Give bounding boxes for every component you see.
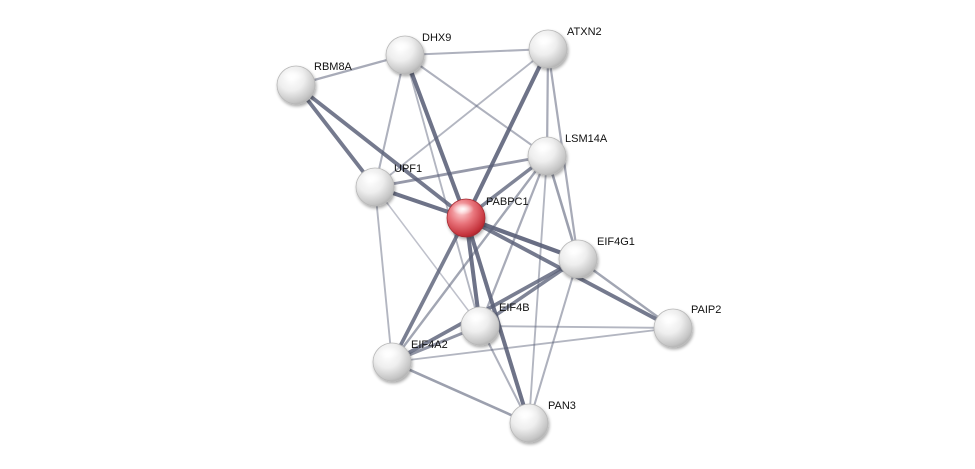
edge-dhx9-atxn2 [403,47,550,57]
node-highlight [378,347,400,359]
node-eif4g1[interactable] [558,239,598,279]
edge-eif4g1-pan3 [527,257,580,425]
node-highlight [515,408,537,420]
node-label-paip2: PAIP2 [691,304,721,316]
edge-eif4a2-pan3 [390,360,531,425]
node-pabpc1[interactable] [446,198,486,238]
node-rbm8a[interactable] [276,65,316,105]
node-atxn2[interactable] [528,29,568,69]
node-highlight [533,141,555,153]
edge-eif4a2-paip2 [391,327,674,363]
node-highlight [282,70,304,82]
edge-eif4g1-paip2 [576,257,675,330]
edge-pabpc1-dhx9 [402,52,469,221]
node-pan3[interactable] [509,403,549,443]
node-label-rbm8a: RBM8A [314,61,353,73]
node-label-pabpc1: PABPC1 [486,196,529,208]
edge-atxn2-upf1 [374,48,549,188]
node-eif4b[interactable] [460,306,500,346]
node-label-upf1: UPF1 [394,163,422,175]
node-label-eif4b: EIF4B [499,302,530,314]
node-label-pan3: PAN3 [548,400,576,412]
node-paip2[interactable] [653,308,693,348]
edge-dhx9-upf1 [373,53,407,189]
node-highlight [659,313,681,325]
edge-lsm14a-eif4b [478,154,549,328]
edge-pabpc1-eif4g1 [463,215,581,262]
edge-dhx9-lsm14a [403,53,549,158]
node-label-atxn2: ATXN2 [567,26,602,38]
node-highlight [391,40,413,52]
edge-upf1-lsm14a [373,154,549,189]
node-label-eif4g1: EIF4G1 [597,236,635,248]
edge-eif4g1-eif4b [478,257,580,328]
node-eif4a2[interactable] [372,342,412,382]
edge-pabpc1-rbm8a [294,83,468,220]
edge-upf1-eif4b [374,186,481,327]
edge-lsm14a-pan3 [528,155,548,424]
edge-pabpc1-eif4a2 [390,216,468,364]
edge-dhx9-eif4b [404,54,481,327]
node-highlight [452,203,474,215]
edge-lsm14a-eif4a2 [390,154,549,364]
node-dhx9[interactable] [385,35,425,75]
edge-eif4b-paip2 [479,325,674,329]
node-lsm14a[interactable] [527,136,567,176]
node-label-dhx9: DHX9 [422,32,451,44]
edge-upf1-eif4a2 [374,186,393,363]
node-highlight [564,244,586,256]
edge-pabpc1-atxn2 [463,46,551,221]
edge-rbm8a-upf1 [294,83,377,189]
node-highlight [534,34,556,46]
node-label-eif4a2: EIF4A2 [411,339,448,351]
node-highlight [466,311,488,323]
node-highlight [361,172,383,184]
node-upf1[interactable] [355,167,395,207]
node-label-lsm14a: LSM14A [565,133,608,145]
